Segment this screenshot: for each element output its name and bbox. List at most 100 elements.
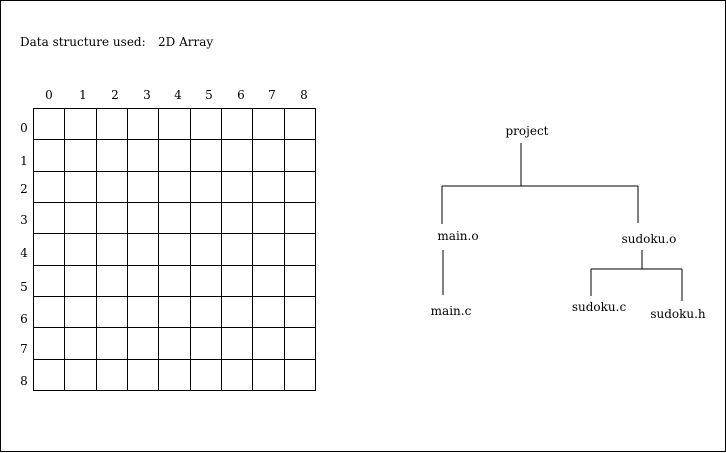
grid-cell bbox=[34, 203, 66, 235]
grid-cell bbox=[96, 109, 128, 141]
grid-cell bbox=[65, 109, 97, 141]
grid-cell bbox=[222, 140, 254, 172]
grid-cell bbox=[128, 234, 160, 266]
grid-cell bbox=[190, 109, 222, 141]
data-structure-value: 2D Array bbox=[158, 35, 214, 49]
grid-column-label: 2 bbox=[111, 88, 119, 102]
grid-cell bbox=[65, 297, 97, 329]
grid-cell bbox=[253, 140, 285, 172]
grid-cell bbox=[222, 109, 254, 141]
grid-column-label: 0 bbox=[45, 88, 53, 102]
grid-column-label: 4 bbox=[174, 88, 182, 102]
grid-cell bbox=[159, 234, 191, 266]
grid-cell bbox=[190, 203, 222, 235]
grid-cell bbox=[128, 171, 160, 203]
grid-cell bbox=[253, 297, 285, 329]
grid-row-label: 1 bbox=[20, 154, 28, 168]
grid-cell bbox=[65, 359, 97, 391]
grid-cell bbox=[284, 140, 316, 172]
grid-cell bbox=[190, 297, 222, 329]
grid-cell bbox=[159, 109, 191, 141]
grid-cell bbox=[159, 265, 191, 297]
grid-cell bbox=[128, 359, 160, 391]
grid-cell bbox=[65, 203, 97, 235]
grid-cell bbox=[34, 328, 66, 360]
grid-cell bbox=[253, 171, 285, 203]
grid-cell bbox=[96, 203, 128, 235]
grid-cell bbox=[253, 234, 285, 266]
grid-cell bbox=[96, 328, 128, 360]
grid-cell bbox=[34, 265, 66, 297]
grid-column-label: 5 bbox=[205, 88, 213, 102]
grid-cell bbox=[128, 328, 160, 360]
grid-column-label: 1 bbox=[79, 88, 87, 102]
grid-cell bbox=[284, 328, 316, 360]
data-structure-label: Data structure used: bbox=[20, 35, 146, 49]
grid-cell bbox=[222, 328, 254, 360]
grid-cell bbox=[34, 297, 66, 329]
grid-cell bbox=[253, 203, 285, 235]
grid-row-label: 0 bbox=[20, 121, 28, 135]
grid-cell bbox=[253, 328, 285, 360]
grid-column-label: 8 bbox=[300, 88, 308, 102]
grid-cell bbox=[96, 297, 128, 329]
grid-cell bbox=[96, 359, 128, 391]
grid-cell bbox=[284, 171, 316, 203]
grid-cell bbox=[253, 265, 285, 297]
grid-cell bbox=[253, 109, 285, 141]
grid-cell bbox=[65, 171, 97, 203]
grid-row-label: 4 bbox=[20, 246, 28, 260]
node-main-c: main.c bbox=[430, 304, 472, 318]
grid-cell bbox=[128, 265, 160, 297]
grid-row-label: 5 bbox=[20, 280, 28, 294]
grid-cell bbox=[159, 297, 191, 329]
grid-cell bbox=[253, 359, 285, 391]
grid-cell bbox=[222, 297, 254, 329]
grid-row-label: 3 bbox=[20, 213, 28, 227]
node-sudoku-o: sudoku.o bbox=[621, 232, 677, 246]
grid-cell bbox=[128, 297, 160, 329]
grid-cell bbox=[34, 171, 66, 203]
grid-cell bbox=[128, 203, 160, 235]
grid-row-label: 8 bbox=[20, 374, 28, 388]
grid-cell bbox=[284, 265, 316, 297]
grid-cell bbox=[159, 140, 191, 172]
grid-cell bbox=[222, 171, 254, 203]
grid-cell bbox=[34, 140, 66, 172]
grid-cell bbox=[190, 171, 222, 203]
grid-column-label: 7 bbox=[268, 88, 276, 102]
grid-cell bbox=[34, 109, 66, 141]
grid-cell bbox=[128, 140, 160, 172]
grid-cell bbox=[190, 234, 222, 266]
grid-cell bbox=[284, 203, 316, 235]
grid-cell bbox=[284, 359, 316, 391]
grid-cell bbox=[222, 203, 254, 235]
grid-cell bbox=[222, 265, 254, 297]
grid-cell bbox=[96, 171, 128, 203]
grid-column-label: 6 bbox=[237, 88, 245, 102]
grid-cell bbox=[65, 234, 97, 266]
grid-cell bbox=[190, 328, 222, 360]
grid-cell bbox=[284, 297, 316, 329]
grid-cell bbox=[190, 265, 222, 297]
grid-cell bbox=[65, 265, 97, 297]
grid-cell bbox=[128, 109, 160, 141]
node-sudoku-h: sudoku.h bbox=[650, 307, 706, 321]
grid-column-label: 3 bbox=[143, 88, 151, 102]
grid-cell bbox=[159, 359, 191, 391]
grid-row-label: 2 bbox=[20, 182, 28, 196]
node-project: project bbox=[505, 124, 549, 138]
grid-cell bbox=[159, 171, 191, 203]
grid-cell bbox=[65, 328, 97, 360]
grid-row-label: 7 bbox=[20, 342, 28, 356]
sudoku-grid bbox=[33, 108, 316, 391]
grid-cell bbox=[159, 328, 191, 360]
grid-cell bbox=[190, 140, 222, 172]
grid-cell bbox=[34, 359, 66, 391]
grid-cell bbox=[222, 234, 254, 266]
grid-cell bbox=[34, 234, 66, 266]
grid-cell bbox=[190, 359, 222, 391]
grid-row-label: 6 bbox=[20, 312, 28, 326]
